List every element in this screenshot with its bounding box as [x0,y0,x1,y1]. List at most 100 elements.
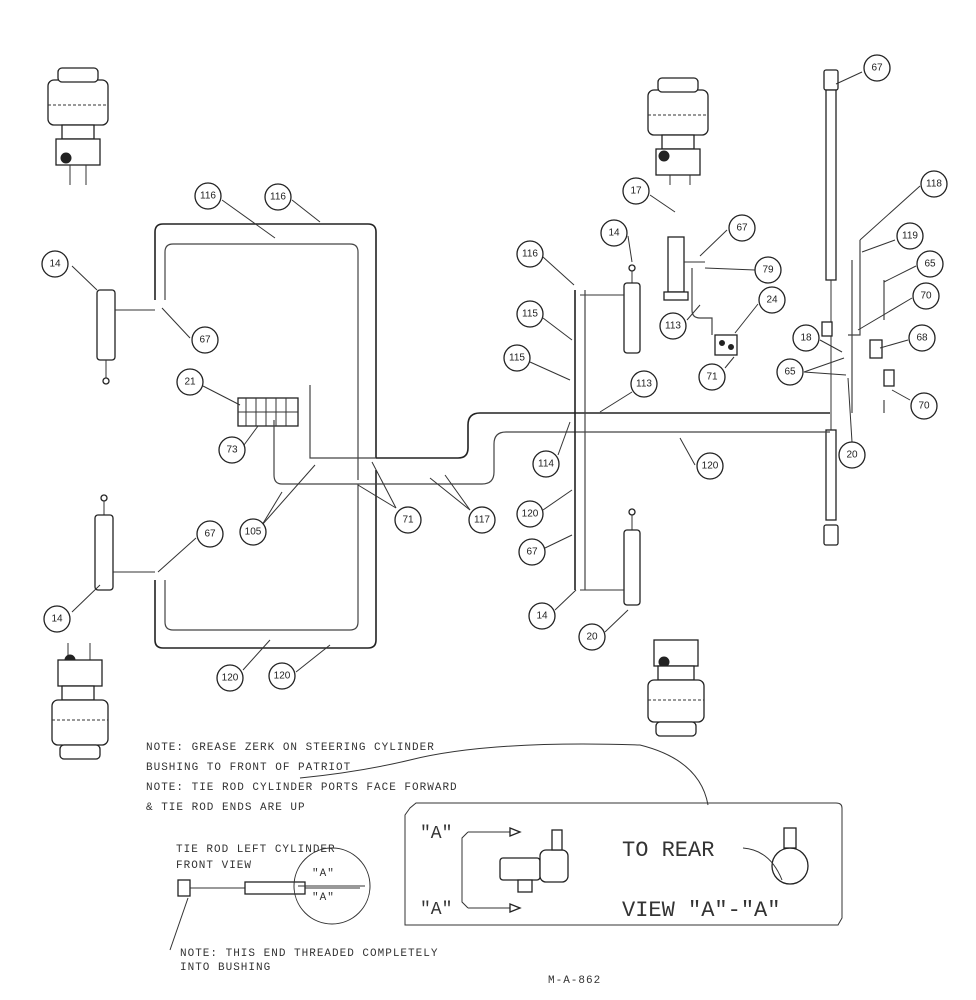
callout: 20 [578,609,629,651]
callout: 120 [516,489,573,528]
notes-block: NOTE: GREASE ZERK ON STEERING CYLINDER B… [146,742,458,814]
callout: 73 [218,425,259,464]
steering-cylinder-center-bottom [580,508,641,606]
callout: 115 [516,300,573,341]
fitting-a-side [499,857,541,881]
svg-text:118: 118 [926,179,942,190]
callout: 14 [528,589,577,630]
note-line-1: NOTE: GREASE ZERK ON STEERING CYLINDER [146,742,435,754]
svg-text:14: 14 [536,611,548,622]
svg-text:73: 73 [226,445,238,456]
steering-cylinder-right-long [823,69,839,546]
callout: 67 [157,520,224,573]
callout: 20 [838,377,866,469]
callout: 67 [699,214,756,257]
thread-note-1: NOTE: THIS END THREADED COMPLETELY [180,948,438,960]
callout: 67 [161,307,219,354]
callout: 18 [792,324,843,353]
callout: 70 [891,389,938,420]
svg-text:67: 67 [204,529,216,540]
svg-text:67: 67 [736,223,748,234]
view-a-labels: "A" "A" TO REAR VIEW "A"-"A" [420,824,780,923]
svg-text:79: 79 [762,265,774,276]
tie-rod-subtitle: FRONT VIEW [176,860,252,872]
valve-block-21 [237,397,299,427]
svg-text:114: 114 [538,459,554,470]
svg-text:24: 24 [766,295,778,306]
steering-cylinder-left-top [96,289,155,385]
callout: 24 [734,286,786,334]
steering-cylinder-left-bottom [94,494,155,591]
callout: 116 [264,183,321,223]
callout: 117 [429,474,496,534]
svg-text:65: 65 [784,367,796,378]
wheel-hub-bottom-left [51,643,109,760]
steering-cylinder-center-top [580,264,641,354]
drawing-id: M-A-862 [548,975,601,987]
svg-text:70: 70 [918,401,930,412]
callout: 120 [268,644,331,690]
callout: 71 [357,461,422,534]
svg-text:113: 113 [636,379,652,390]
hose-network [154,223,885,649]
view-a-a-label: VIEW "A"-"A" [622,898,780,923]
callout: 67 [835,54,891,85]
svg-text:113: 113 [665,321,681,332]
svg-text:71: 71 [706,372,718,383]
callout: 14 [43,584,101,633]
svg-text:105: 105 [245,527,262,538]
note-line-3: NOTE: TIE ROD CYLINDER PORTS FACE FORWAR… [146,782,458,794]
callout: 113 [659,304,701,340]
wheel-hub-bottom-center [647,639,705,737]
tie-rod-a-bottom: "A" [312,892,335,904]
callout: 65 [883,250,944,283]
section-marker-bottom: "A" [420,900,452,920]
callout: 113 [599,370,658,413]
callout: 67 [518,534,573,566]
callout: 119 [861,222,924,253]
callout: 116 [516,240,575,286]
callout: 114 [532,421,571,478]
fitting-rear-view [771,847,809,885]
callout: 79 [704,256,782,284]
svg-text:68: 68 [916,333,928,344]
svg-text:20: 20 [846,450,858,461]
callout: 71 [698,356,735,391]
svg-text:120: 120 [702,461,719,472]
wheel-hub-top-left [47,67,109,185]
svg-text:17: 17 [630,186,642,197]
svg-text:67: 67 [871,63,883,74]
callout: 65 [776,357,847,386]
svg-text:120: 120 [274,671,291,682]
callout: 115 [503,344,571,381]
note-line-4: & TIE ROD ENDS ARE UP [146,802,306,814]
svg-text:70: 70 [920,291,932,302]
callout: 70 [857,282,940,331]
svg-text:67: 67 [526,547,538,558]
svg-text:67: 67 [199,335,211,346]
view-a-panel [404,802,843,926]
tie-rod-cylinder [169,847,371,951]
svg-text:119: 119 [902,231,918,242]
thread-note-2: INTO BUSHING [180,962,271,974]
callout: 116 [194,182,276,239]
svg-text:120: 120 [522,509,539,520]
svg-text:115: 115 [509,353,525,364]
tie-rod-labels: TIE ROD LEFT CYLINDER FRONT VIEW NOTE: T… [176,844,438,974]
wheel-hub-top-center [647,77,709,185]
callout: 105 [239,464,316,546]
callout: 17 [622,177,676,213]
svg-text:65: 65 [924,259,936,270]
svg-text:14: 14 [51,614,63,625]
svg-text:115: 115 [522,309,538,320]
valve-18 [821,321,895,387]
callout: 120 [679,437,724,480]
valve-17 [663,236,705,301]
note-line-2: BUSHING TO FRONT OF PATRIOT [146,762,351,774]
svg-text:21: 21 [184,377,196,388]
to-rear-label: TO REAR [622,838,714,863]
svg-text:18: 18 [800,333,812,344]
svg-text:120: 120 [222,673,239,684]
valve-24 [714,334,738,356]
